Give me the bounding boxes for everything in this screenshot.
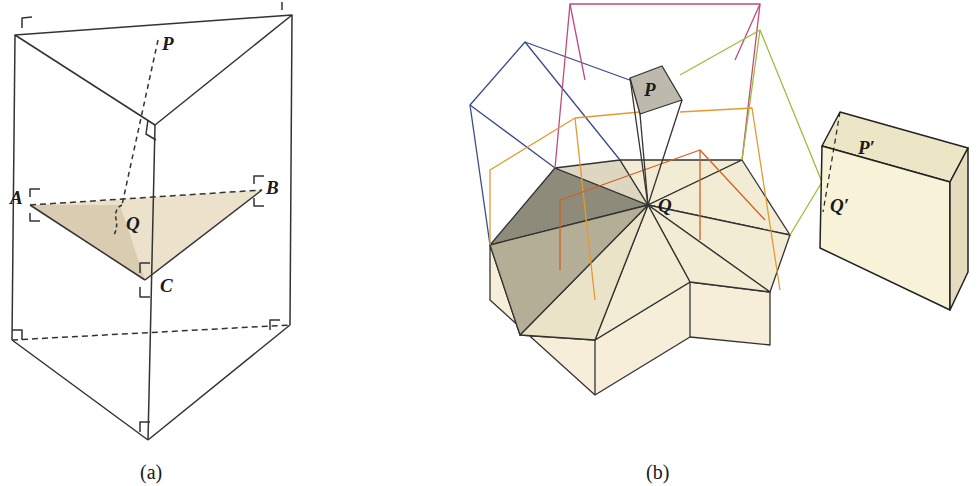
point-label: P xyxy=(162,34,174,53)
box-figure xyxy=(820,112,968,310)
point-label: B xyxy=(266,178,279,197)
point-label: P′ xyxy=(858,138,875,157)
panel-label: (a) xyxy=(140,462,162,482)
polyhedron-figure xyxy=(470,4,822,395)
point-label: Q xyxy=(126,214,140,233)
point-label: C xyxy=(160,276,173,295)
point-label: P xyxy=(644,80,656,99)
point-label: A xyxy=(10,188,23,207)
point-label: Q′ xyxy=(830,196,849,215)
point-label: Q xyxy=(658,196,672,215)
prism-figure xyxy=(12,2,292,440)
panel-label: (b) xyxy=(646,462,669,482)
